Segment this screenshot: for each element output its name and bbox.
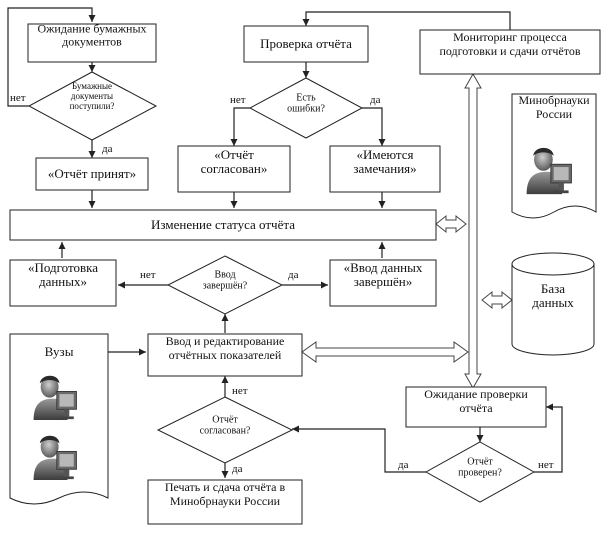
agreed-yes-label: да <box>232 463 243 475</box>
paper-no-label: нет <box>10 92 26 104</box>
agreed-no-label: нет <box>232 385 248 397</box>
errors-no-label: нет <box>230 94 246 106</box>
node-print-submit <box>147 479 303 525</box>
shapes <box>9 23 601 525</box>
connectors <box>7 7 563 478</box>
check-report-label: Проверка отчёта <box>260 36 352 51</box>
decision-input-done <box>166 255 284 315</box>
node-check-report <box>243 25 369 63</box>
input-yes-label: да <box>288 269 299 281</box>
node-prep-data <box>9 259 117 307</box>
errors-yes-label: да <box>370 94 381 106</box>
paper-yes-label: да <box>102 143 113 155</box>
decision-has-errors <box>248 77 364 139</box>
node-monitoring <box>419 29 601 75</box>
decision-report-checked <box>424 441 536 503</box>
checked-yes-label: да <box>398 459 409 471</box>
decision-paper-received <box>27 71 158 141</box>
icons <box>33 147 572 481</box>
node-database <box>511 252 595 356</box>
decision-report-agreed <box>156 396 294 464</box>
status-change-label: Изменение статуса отчёта <box>151 217 295 232</box>
node-edit-input <box>147 333 303 377</box>
input-no-label: нет <box>140 269 156 281</box>
node-wait-check <box>405 386 547 428</box>
checked-no-label: нет <box>538 459 554 471</box>
universities-label: Вузы <box>45 344 74 359</box>
node-data-done <box>329 259 437 307</box>
node-wait-docs <box>27 23 157 63</box>
node-accepted <box>35 157 149 191</box>
accepted-label: «Отчёт принят» <box>48 166 136 181</box>
node-status-change <box>9 209 437 241</box>
node-agreed <box>177 145 291 193</box>
node-remarks <box>329 145 441 193</box>
